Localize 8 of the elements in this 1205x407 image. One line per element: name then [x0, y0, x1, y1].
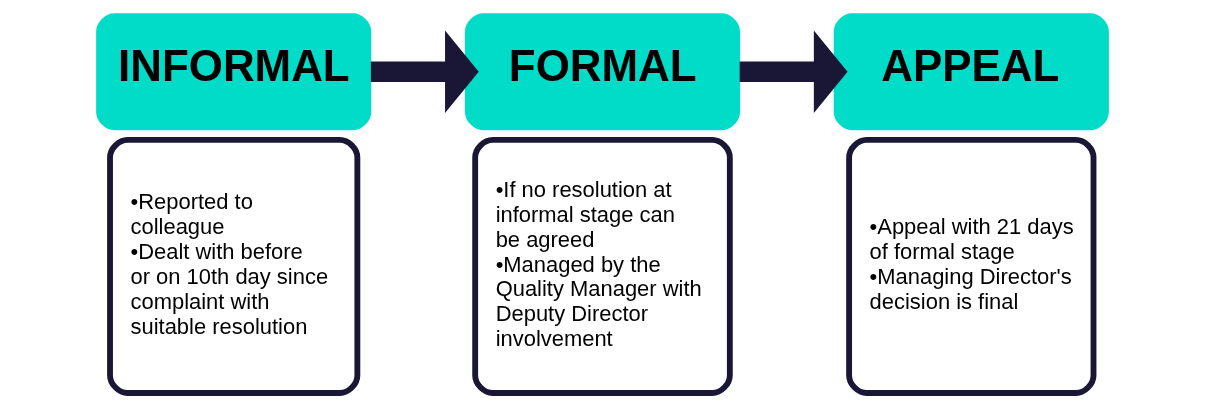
arrow — [370, 30, 479, 114]
node-box: APPEAL — [833, 13, 1109, 131]
node-box: •Appeal with 21 days of formal stage •Managing Director's decision is final — [846, 136, 1097, 396]
node-box: •If no resolution at informal stage can be agreed •Managed by the Quality Manager with Deputy Director involvement — [472, 136, 733, 396]
node-box: INFORMAL — [96, 13, 372, 131]
node-box: •Reported to colleague •Dealt with before or on 10th day since complaint with suitable resolution — [107, 136, 361, 396]
arrow — [739, 30, 848, 114]
node-box: FORMAL — [464, 13, 741, 131]
